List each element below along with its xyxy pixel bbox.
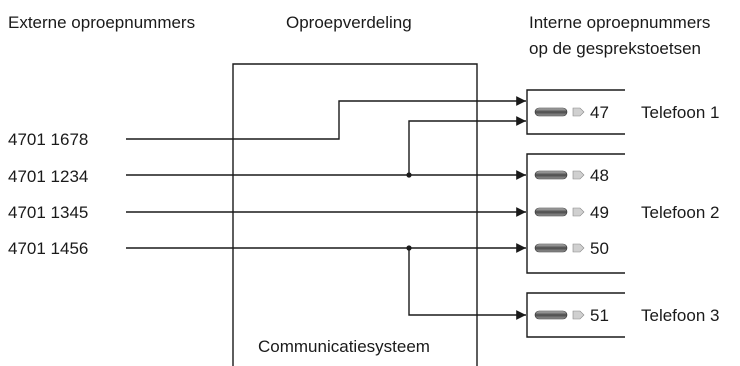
- telephone-key-icon: [534, 207, 585, 217]
- header-distribution: Oproepverdeling: [286, 13, 412, 32]
- key-number: 49: [590, 203, 609, 222]
- junction-dot-1234: [406, 172, 412, 178]
- phone-box-3: [526, 292, 625, 338]
- communication-system-box: [232, 63, 478, 366]
- header-internal-line1: Interne oproepnummers: [529, 13, 710, 32]
- telephone-key-icon: [534, 243, 585, 253]
- phone-box-2: [526, 153, 625, 274]
- key-row-48: 48: [534, 166, 609, 185]
- key-number: 51: [590, 306, 609, 325]
- phone-label-3: Telefoon 3: [641, 306, 719, 325]
- external-number-4: 4701 1456: [8, 239, 88, 258]
- phone-box-1: [526, 89, 625, 135]
- key-number: 50: [590, 239, 609, 258]
- phone-label-2: Telefoon 2: [641, 203, 719, 222]
- key-row-51: 51: [534, 306, 609, 325]
- phone-label-1: Telefoon 1: [641, 103, 719, 122]
- telephone-key-icon: [534, 170, 585, 180]
- key-row-47: 47: [534, 103, 609, 122]
- route-1678-to-47: [126, 96, 526, 140]
- route-1456-to-51: [408, 248, 526, 320]
- external-number-1: 4701 1678: [8, 130, 88, 149]
- external-number-3: 4701 1345: [8, 203, 88, 222]
- route-1234-to-47: [408, 116, 526, 175]
- header-external: Externe oproepnummers: [8, 13, 195, 32]
- header-internal-line2: op de gesprekstoetsen: [529, 39, 701, 58]
- key-row-49: 49: [534, 203, 609, 222]
- junction-dot-1456: [406, 245, 412, 251]
- telephone-key-icon: [534, 107, 585, 117]
- telephone-key-icon: [534, 310, 585, 320]
- key-number: 47: [590, 103, 609, 122]
- key-number: 48: [590, 166, 609, 185]
- system-label: Communicatiesysteem: [258, 337, 430, 356]
- key-row-50: 50: [534, 239, 609, 258]
- external-number-2: 4701 1234: [8, 167, 88, 186]
